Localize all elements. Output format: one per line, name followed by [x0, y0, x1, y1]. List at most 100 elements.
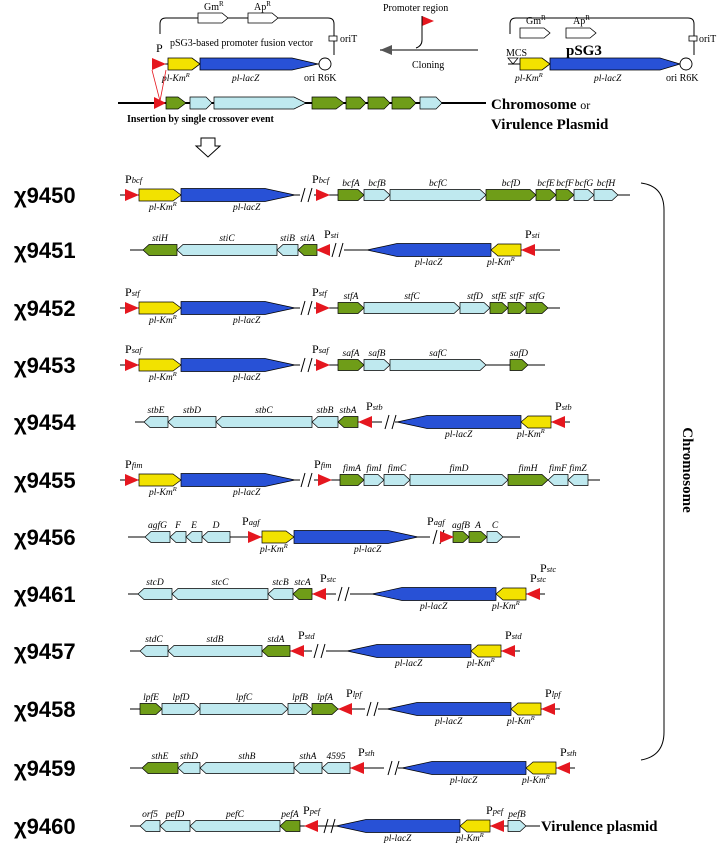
gene-pefD [159, 820, 191, 832]
gene-stfE [489, 302, 509, 314]
gene-label: stcD [146, 578, 164, 588]
sequence-break-mark [384, 414, 397, 430]
gene-label: safD [510, 348, 528, 359]
promoter-marker [248, 531, 262, 543]
lacz-gene [180, 188, 296, 202]
promoter-label-fusion: Pstd [505, 628, 522, 642]
gene-label: lpfD [173, 692, 190, 703]
gene-label: bcfF [556, 178, 574, 189]
gene-label: E [190, 521, 197, 531]
promoter-label: Psaf [125, 342, 143, 356]
gene-stdC [139, 645, 169, 657]
strain-label: χ9456 [14, 525, 76, 550]
km-label-right: pl-KmR [514, 72, 543, 84]
promoter-label-native: Plpf [346, 686, 363, 700]
vector-left-title: pSG3-based promoter fusion vector [170, 38, 314, 49]
promoter-marker-native [290, 645, 304, 657]
lacz-label: pl-lacZ [353, 545, 382, 555]
virulence-plasmid-side-label: Virulence plasmid [541, 819, 658, 835]
promoter-marker-native [316, 189, 330, 201]
gene-label: 4595 [327, 752, 346, 762]
gene-label: agfG [148, 520, 167, 531]
promoter-label-native: Pbcf [312, 172, 331, 186]
gene-safC [389, 359, 487, 371]
km-label: pl-KmR [491, 600, 520, 612]
promoter-marker-native [316, 302, 330, 314]
promoter-region-stem [415, 16, 423, 49]
sequence-break-mark [331, 242, 344, 258]
gene-label: stdC [145, 635, 163, 645]
gene-E [185, 531, 203, 543]
gene-label: stbC [255, 406, 273, 416]
vector-left-backbone [159, 17, 335, 55]
promoter-marker [521, 244, 535, 256]
promoter-label-native: Pagf [427, 514, 446, 528]
gene-stiB [276, 244, 299, 256]
promoter-marker [541, 703, 555, 715]
gene-label: A [474, 521, 481, 531]
km-gene [510, 702, 542, 716]
gene-label: safC [429, 348, 447, 359]
gene-lpfD [161, 703, 201, 715]
promoter-marker [125, 359, 139, 371]
gene-label: fimC [388, 463, 407, 474]
gene-bcfF [555, 189, 575, 201]
chromosome-bracket [640, 182, 665, 761]
gene-D [201, 531, 231, 543]
lacz-gene [366, 243, 492, 257]
promoter-label-native: Pfim [314, 457, 332, 471]
gene-label: sthD [180, 752, 198, 762]
cloning-label: Cloning [412, 60, 444, 71]
gene-label: stdB [207, 635, 224, 645]
insertion-lines [151, 69, 167, 102]
km-label: pl-KmR [148, 371, 177, 383]
gene-label: bcfC [429, 178, 448, 189]
mcs-label: MCS [506, 48, 527, 59]
gene-label: bcfE [537, 178, 555, 189]
km-gene [138, 301, 182, 315]
gene-label: stfE [492, 291, 507, 302]
gene-stbE [143, 416, 169, 428]
promoter-marker [551, 416, 565, 428]
promoter-marker-native [312, 588, 326, 600]
km-gene-left [167, 57, 201, 71]
gene-label: stdA [268, 635, 285, 645]
gene-label: fimD [450, 463, 469, 474]
ap-gene-left [247, 12, 279, 24]
promoter-label-native: Psth [358, 745, 375, 759]
promoter-label-fusion: Plpf [545, 686, 562, 700]
sequence-break-mark [300, 187, 313, 203]
gene-orf5 [139, 820, 161, 832]
gene-label: stcA [294, 578, 311, 588]
lacz-gene [346, 644, 472, 658]
gene-label: sthA [300, 752, 317, 762]
gene-label: fimZ [569, 463, 587, 474]
lacz-label: pl-lacZ [394, 659, 423, 669]
lacz-gene [180, 473, 296, 487]
ori-circle-left [318, 57, 332, 71]
lacz-label: pl-lacZ [232, 373, 261, 383]
sequence-break-mark [313, 643, 326, 659]
chromosome-gene-7 [391, 96, 417, 110]
gene-label: sthB [239, 752, 256, 762]
km-label: pl-KmR [506, 715, 535, 727]
chromosome-gene-5 [345, 96, 367, 110]
gene-label: pefB [507, 809, 526, 820]
gene-stbD [167, 416, 217, 428]
virulence-plasmid-header-label: Virulence Plasmid [491, 117, 609, 133]
promoter-marker [556, 762, 570, 774]
gene-lpfC [199, 703, 289, 715]
sequence-break-mark [300, 357, 313, 373]
strain-label: χ9457 [14, 639, 76, 664]
promoter-marker [501, 645, 515, 657]
gene-fimA [339, 474, 365, 486]
gene-sthD [177, 762, 201, 774]
sequence-break-mark [323, 818, 336, 834]
gene-lpfE [139, 703, 163, 715]
gm-label-right: GmR [526, 14, 546, 27]
